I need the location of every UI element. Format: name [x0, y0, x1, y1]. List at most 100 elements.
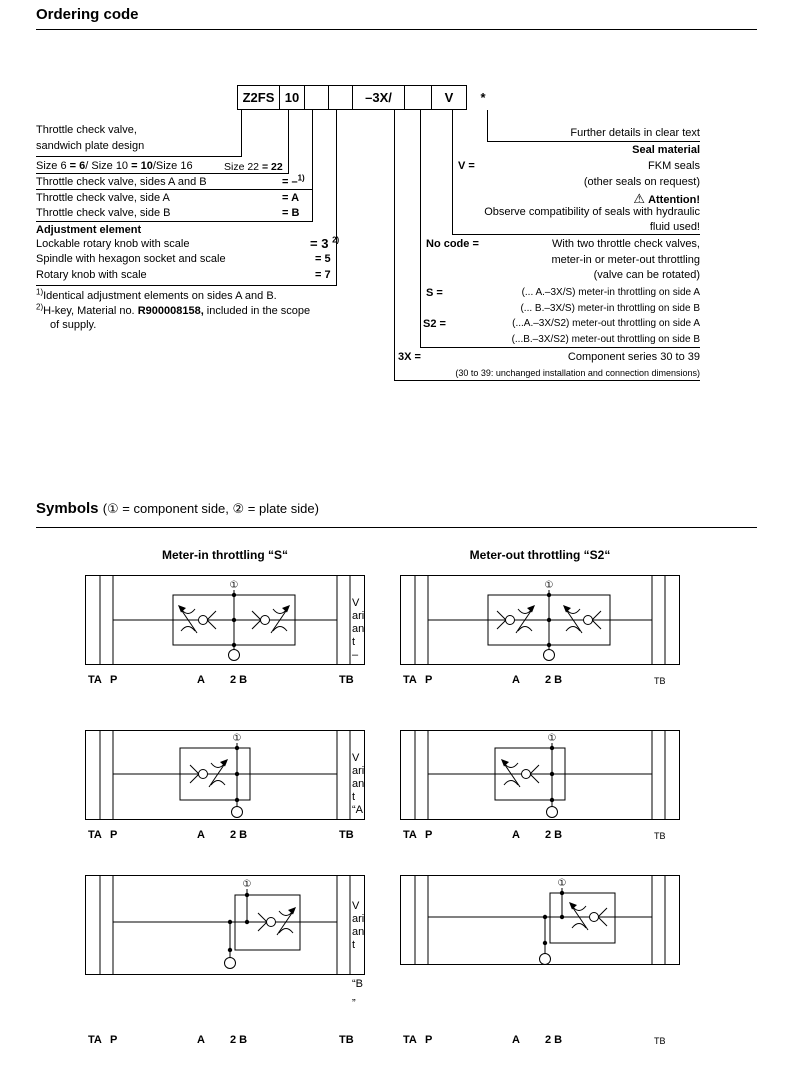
code-cell-series: –3X/ — [352, 85, 405, 110]
annotation-valve-type-1: Throttle check valve, — [36, 124, 137, 136]
port-label-2b: 2 B — [230, 1034, 248, 1046]
symbols-title: Symbols (① = component side, ② = plate s… — [36, 500, 319, 517]
annotation-s2-line1: (...A.–3X/S2) meter-out throttling on si… — [512, 318, 700, 329]
symbols-title-text: Symbols — [36, 500, 99, 517]
annotation-side-b: Throttle check valve, side B — [36, 207, 171, 219]
annotation-s2-line2: (...B.–3X/S2) meter-out throttling on si… — [511, 334, 700, 345]
port-label-p: P — [110, 1034, 118, 1046]
annotation-nocode-3: (valve can be rotated) — [593, 269, 700, 281]
code-cell-throttling — [404, 85, 432, 110]
ordering-code-title: Ordering code — [36, 6, 139, 23]
port-label-p: P — [425, 674, 433, 686]
code-cell-adjust — [328, 85, 353, 110]
annotation-adj-spindle: Spindle with hexagon socket and scale — [36, 253, 226, 265]
port-label-ta: TA — [403, 674, 417, 686]
annotation-attention: ⚠ Attention! — [633, 191, 700, 206]
code-cell-sides — [304, 85, 329, 110]
connector-line — [241, 110, 242, 156]
annotation-sides-ab: Throttle check valve, sides A and B — [36, 176, 207, 188]
port-label-a: A — [512, 674, 520, 686]
annotation-series-1: Component series 30 to 39 — [567, 351, 700, 363]
annotation-fkm-seals: FKM seals — [648, 160, 700, 172]
port-label-2b: 2 B — [545, 1034, 563, 1046]
connector-line — [452, 110, 453, 234]
connector-line — [487, 110, 488, 141]
code-adj-3: = 3 2) — [310, 235, 340, 251]
symbol-diagram-s2-side-a: ① — [400, 730, 680, 820]
port-label-ta: TA — [403, 1034, 417, 1046]
port-label-tb: TB — [339, 1034, 354, 1046]
connector-line — [452, 234, 700, 235]
port-label-2b: 2 B — [545, 674, 563, 686]
code-cell-size: 10 — [279, 85, 305, 110]
port-label-p: P — [425, 1034, 433, 1046]
code-cell-further: * — [480, 90, 486, 105]
code-s2: S2 = — [423, 318, 446, 330]
connector-line — [36, 173, 289, 174]
ordering-code-title-text: Ordering code — [36, 6, 139, 23]
port-label-a: A — [512, 1034, 520, 1046]
footnote-1: 1)Identical adjustment elements on sides… — [36, 287, 277, 302]
port-label-tb: TB — [654, 1036, 666, 1046]
symbol-diagram-s-both-sides: ① — [85, 575, 365, 665]
column-title-meter-in: Meter-in throttling “S“ — [162, 548, 288, 562]
code-side-a: = A — [282, 192, 300, 204]
port-label-2b: 2 B — [545, 829, 563, 841]
port-label-2b: 2 B — [230, 829, 248, 841]
connector-line — [36, 156, 242, 157]
port-label-a: A — [197, 674, 205, 686]
annotation-adj-knob: Rotary knob with scale — [36, 269, 147, 281]
port-label-a: A — [197, 1034, 205, 1046]
code-cell-type: Z2FS — [237, 85, 280, 110]
symbol-diagram-s2-both-sides: ① — [400, 575, 680, 665]
port-label-ta: TA — [88, 674, 102, 686]
connector-line — [487, 141, 700, 142]
port-label-a: A — [197, 829, 205, 841]
annotation-series-2: (30 to 39: unchanged installation and co… — [455, 368, 700, 378]
annotation-nocode-1: With two throttle check valves, — [552, 238, 700, 250]
code-sides-ab: = –1) — [282, 173, 305, 188]
code-cell-seal: V — [431, 85, 467, 110]
connector-line — [420, 347, 700, 348]
annotation-adj-knob-lockable: Lockable rotary knob with scale — [36, 238, 190, 250]
circled-1-marker: ① — [548, 733, 557, 744]
annotation-size22: Size 22 = 22 — [224, 161, 283, 173]
heading-rule — [36, 29, 757, 30]
connector-line — [336, 110, 337, 285]
port-label-tb: TB — [654, 676, 666, 686]
code-s: S = — [426, 287, 443, 299]
port-label-tb: TB — [654, 831, 666, 841]
port-label-ta: TA — [88, 1034, 102, 1046]
annotation-s-line2: (... B.–3X/S) meter-in throttling on sid… — [520, 303, 700, 314]
connector-line — [288, 110, 289, 173]
annotation-s-line1: (... A.–3X/S) meter-in throttling on sid… — [521, 287, 700, 298]
warning-icon: ⚠ — [633, 191, 645, 206]
port-label-tb: TB — [339, 674, 354, 686]
code-side-b: = B — [282, 207, 300, 219]
connector-line — [36, 285, 337, 286]
annotation-observe-2: fluid used! — [649, 221, 700, 233]
port-label-p: P — [110, 829, 118, 841]
circled-1-marker: ① — [230, 580, 239, 591]
annotation-further-details: Further details in clear text — [570, 127, 700, 139]
code-adj-7: = 7 — [315, 269, 331, 281]
symbols-subtitle: (① = component side, ② = plate side) — [102, 501, 319, 516]
annotation-other-seals: (other seals on request) — [583, 176, 700, 188]
symbol-diagram-s-side-b: ① — [85, 875, 365, 975]
symbol-diagram-s-side-a: ① — [85, 730, 365, 820]
connector-line — [36, 189, 313, 190]
column-title-meter-out: Meter-out throttling “S2“ — [469, 548, 611, 562]
circled-1-marker: ① — [243, 879, 252, 890]
port-label-2b: 2 B — [230, 674, 248, 686]
code-3x: 3X = — [398, 351, 421, 363]
port-label-ta: TA — [88, 829, 102, 841]
port-label-p: P — [425, 829, 433, 841]
connector-line — [420, 110, 421, 347]
footnote-2: 2)H-key, Material no. R900008158, includ… — [36, 302, 311, 317]
symbol-diagram-s2-side-b: ① — [400, 875, 680, 965]
circled-1-marker: ① — [233, 733, 242, 744]
annotation-sizes: Size 6 = 6/ Size 10 = 10/Size 16 — [36, 160, 193, 172]
